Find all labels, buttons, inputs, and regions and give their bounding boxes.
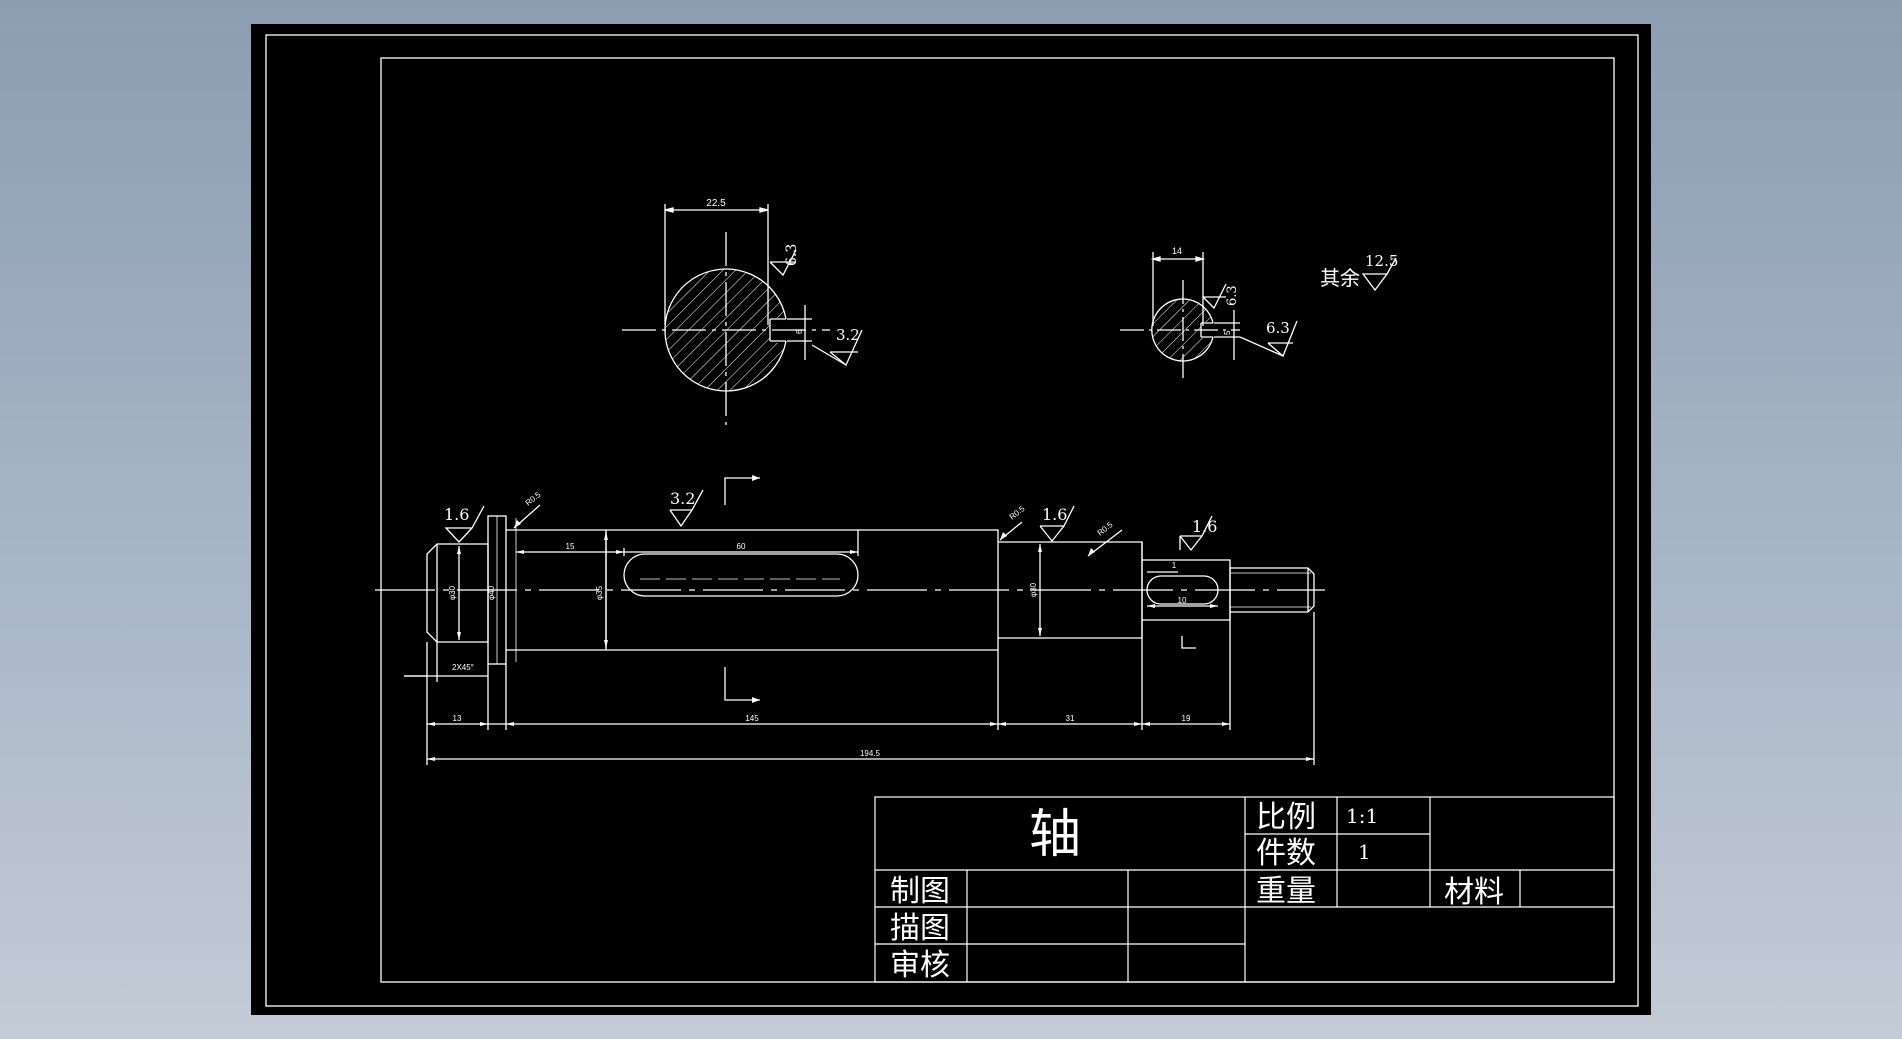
rest-roughness-value: 12.5	[1365, 252, 1398, 270]
diam-bearing-dim: φ30	[1029, 582, 1038, 597]
outer-border	[265, 34, 1639, 1007]
left-section-width-dim: 22.5	[706, 198, 726, 209]
left-section-roughness-top: 6.3	[784, 244, 800, 266]
traced-label: 描图	[890, 911, 950, 946]
checked-label: 审核	[890, 948, 950, 983]
seg1-dim: 13	[453, 714, 462, 723]
keyway-offset-dim: 15	[566, 542, 575, 551]
diam-mid-dim: φ35	[595, 585, 604, 600]
small-key-offset-dim: 1	[1172, 561, 1177, 570]
rest-roughness-symbol	[1361, 257, 1397, 292]
chamfer-label: 2X45°	[452, 663, 474, 672]
right-section-roughness-top: 6.3	[1225, 285, 1240, 306]
diam-left-dim: φ30	[448, 585, 457, 600]
seg4-dim: 19	[1182, 714, 1191, 723]
seg3-dim: 31	[1066, 714, 1075, 723]
shaft-roughness-right2: 1.6	[1192, 517, 1217, 536]
seg2-dim: 145	[745, 714, 759, 723]
material-label: 材料	[1444, 875, 1504, 910]
keyway-length-dim: 60	[737, 542, 746, 551]
section-view-right	[1120, 252, 1298, 383]
shaft-main-view	[375, 477, 1325, 765]
part-name: 轴	[1029, 805, 1081, 865]
scale-value: 1:1	[1346, 804, 1378, 828]
left-section-roughness-side: 3.2	[836, 326, 860, 344]
title-block	[874, 796, 1615, 983]
quantity-label: 件数	[1256, 836, 1316, 871]
shaft-roughness-mid: 3.2	[670, 489, 695, 508]
scale-label: 比例	[1256, 800, 1316, 835]
rest-roughness-label: 其余	[1320, 266, 1360, 290]
right-section-roughness-side: 6.3	[1266, 319, 1290, 337]
drawing-sheet	[251, 24, 1651, 1015]
drawn-label: 制图	[890, 874, 950, 909]
weight-label: 重量	[1256, 874, 1316, 909]
small-key-length-dim: 10	[1178, 596, 1187, 605]
diam-collar-dim: φ40	[487, 585, 496, 600]
shaft-roughness-left: 1.6	[444, 505, 469, 524]
right-section-key-dim: 5	[1223, 330, 1232, 335]
dimension-arrows	[427, 475, 1314, 761]
section-view-left	[622, 204, 863, 425]
shaft-roughness-right1: 1.6	[1042, 505, 1067, 524]
left-section-key-dim: 6	[795, 329, 804, 334]
right-section-width-dim: 14	[1172, 246, 1182, 256]
total-length-dim: 194.5	[860, 749, 881, 758]
quantity-value: 1	[1358, 840, 1371, 864]
